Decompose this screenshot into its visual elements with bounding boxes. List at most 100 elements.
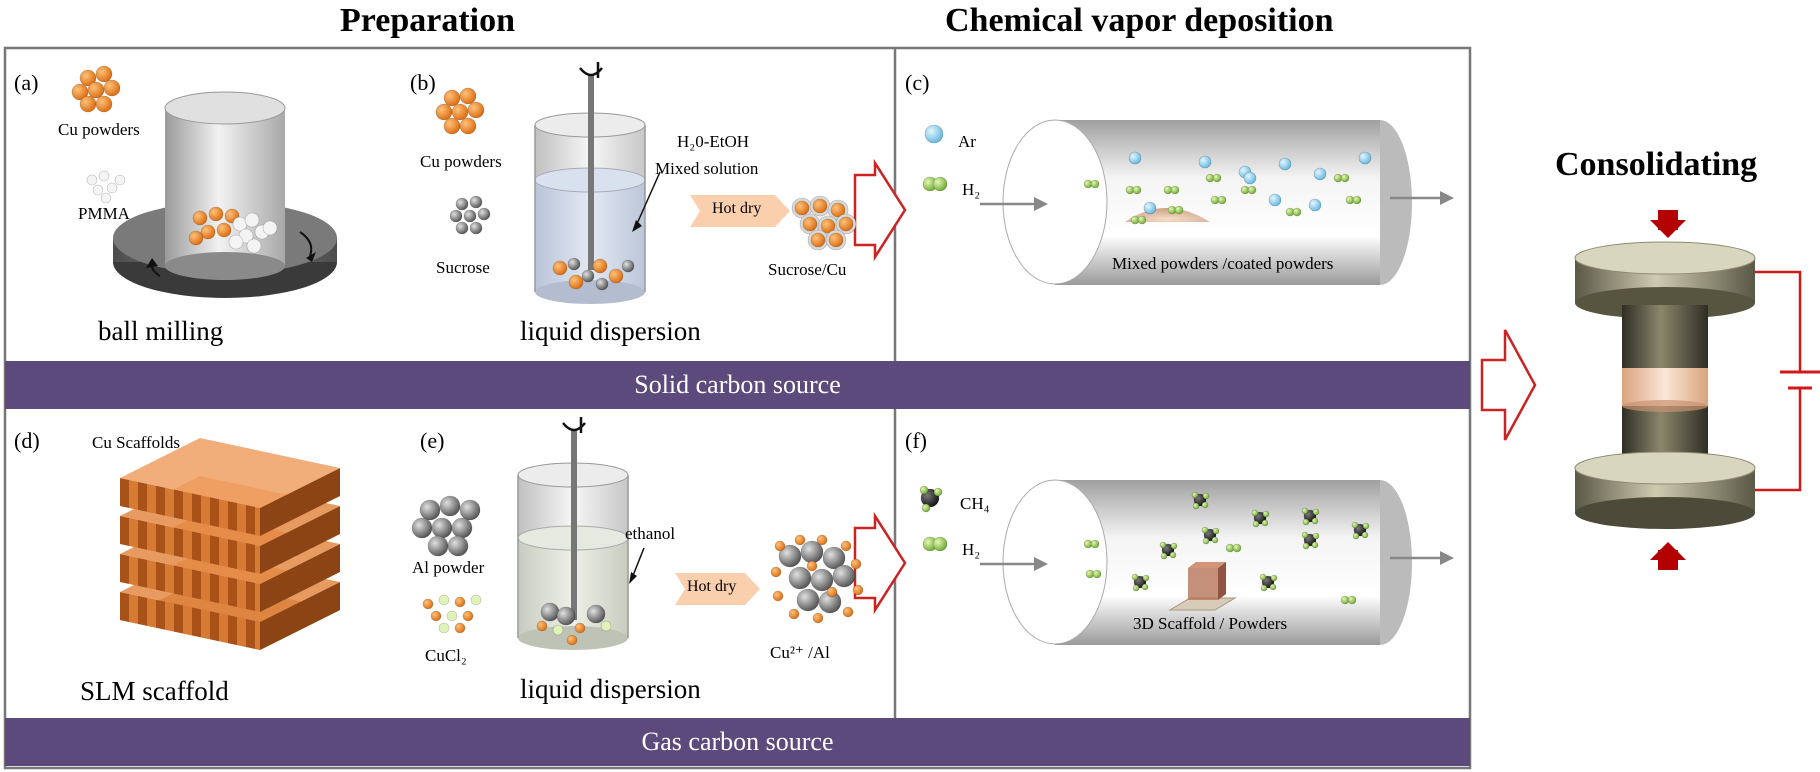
hydrogen-molecule bbox=[1247, 185, 1257, 195]
label-mixed-solution-2: Mixed solution bbox=[655, 159, 759, 178]
methane-h bbox=[1192, 502, 1200, 510]
methane-h bbox=[1261, 519, 1269, 527]
label-cu-al: Cu²⁺ /Al bbox=[770, 643, 830, 662]
label-sucrose-cu: Sucrose/Cu bbox=[768, 260, 847, 279]
cu-powder-particle bbox=[79, 69, 97, 87]
methane-h bbox=[1362, 522, 1370, 530]
cucl2-particle bbox=[438, 594, 450, 606]
hydrogen-molecule bbox=[1090, 179, 1100, 189]
al-powder-particle bbox=[439, 495, 461, 517]
coated-cu-core bbox=[812, 198, 828, 214]
hydrogen-molecule bbox=[1352, 195, 1362, 205]
methane-h bbox=[1262, 510, 1270, 518]
cu-ion-particle bbox=[812, 612, 824, 624]
hydrogen-molecule bbox=[1132, 185, 1142, 195]
methane-h bbox=[1312, 508, 1320, 516]
cu-ion-particle bbox=[770, 566, 782, 578]
sucrose-particle bbox=[469, 195, 483, 209]
label-al-powder: Al powder bbox=[412, 558, 485, 577]
mill-cu-particle bbox=[216, 222, 232, 238]
hot-dry-arrow-e bbox=[675, 573, 760, 605]
methane-h bbox=[1132, 584, 1140, 592]
mill-pmma-particle bbox=[228, 234, 244, 250]
methane-h bbox=[1202, 492, 1210, 500]
caption-liquid-dispersion-e: liquid dispersion bbox=[520, 674, 701, 704]
beaker-sucrose-particle bbox=[621, 259, 635, 273]
al-core-particle bbox=[788, 566, 812, 590]
cu-ion-particle bbox=[794, 534, 806, 546]
methane-h bbox=[1159, 541, 1167, 549]
hydrogen-molecule bbox=[1090, 539, 1100, 549]
cu-powder-particle bbox=[87, 81, 105, 99]
argon-molecule bbox=[1128, 151, 1142, 165]
pmma-particle bbox=[114, 174, 126, 186]
methane-h bbox=[1191, 491, 1199, 499]
cu-powder-particle bbox=[451, 103, 469, 121]
cu-powder-particle bbox=[459, 87, 477, 105]
beaker-cucl2-particle bbox=[552, 624, 564, 636]
consolidating-press bbox=[1574, 210, 1820, 570]
sucrose-particle bbox=[463, 209, 477, 223]
label-ch4: CH₄ bbox=[960, 494, 990, 513]
label-3d-scaffold: 3D Scaffold / Powders bbox=[1133, 614, 1288, 633]
cu-ion-particle bbox=[816, 534, 828, 546]
cucl2-particle bbox=[438, 622, 450, 634]
ball-mill-illustration bbox=[113, 91, 337, 298]
cu-ion-particle bbox=[788, 608, 800, 620]
hydrogen-molecule bbox=[1170, 185, 1180, 195]
cu-ion-particle bbox=[840, 540, 852, 552]
argon-molecule bbox=[1313, 167, 1327, 181]
cu-powder-particle bbox=[459, 117, 477, 135]
methane-h bbox=[1302, 542, 1310, 550]
al-core-particle bbox=[822, 546, 846, 570]
argon-molecule bbox=[1268, 193, 1282, 207]
methane-h bbox=[1302, 518, 1310, 526]
methane-h bbox=[1211, 536, 1219, 544]
cu-ion-particle bbox=[850, 558, 862, 570]
cu-scaffold-illustration bbox=[120, 438, 340, 650]
beaker-sucrose-particle bbox=[567, 257, 581, 271]
pmma-particle bbox=[86, 174, 98, 186]
coated-cu-core bbox=[838, 216, 854, 232]
methane-h bbox=[1269, 583, 1277, 591]
arrow-to-cvd-bottom bbox=[853, 511, 907, 615]
beaker-cu-particle bbox=[608, 268, 624, 284]
sucrose-particle bbox=[449, 209, 463, 223]
cu-powder-particle bbox=[467, 101, 485, 119]
mill-cu-particle bbox=[208, 206, 224, 222]
al-powder-particle bbox=[431, 517, 453, 539]
label-mixed-solution-1: H₂0-EtOH bbox=[677, 132, 750, 151]
al-powder-particle bbox=[459, 499, 481, 521]
label-pmma: PMMA bbox=[78, 204, 130, 223]
pmma-particle bbox=[98, 170, 110, 182]
panel-tag-a: (a) bbox=[14, 70, 39, 95]
coated-cu-core bbox=[820, 218, 836, 234]
mill-pmma-particle bbox=[262, 220, 278, 236]
hydrogen-molecule-icon bbox=[932, 176, 948, 192]
methane-h bbox=[1201, 501, 1209, 509]
al-core-particle bbox=[832, 564, 856, 588]
panel-tag-b: (b) bbox=[410, 70, 436, 95]
heading-preparation: Preparation bbox=[340, 2, 516, 39]
hydrogen-molecule bbox=[1217, 195, 1227, 205]
coated-cu-core bbox=[794, 200, 810, 216]
al-core-particle bbox=[796, 588, 820, 612]
methane-h bbox=[1311, 517, 1319, 525]
methane-h bbox=[1169, 551, 1177, 559]
label-hot-dry-b: Hot dry bbox=[712, 200, 762, 217]
al-core-particle bbox=[778, 544, 802, 568]
argon-molecule bbox=[1358, 151, 1372, 165]
methane-h bbox=[1251, 509, 1259, 517]
methane-h bbox=[1301, 507, 1309, 515]
beaker-cucl2-particle bbox=[574, 622, 586, 634]
beaker-sucrose-particle bbox=[581, 269, 595, 283]
methane-h bbox=[1141, 583, 1149, 591]
methane-h bbox=[1170, 542, 1178, 550]
cucl2-particle bbox=[454, 622, 466, 634]
methane-h bbox=[1351, 521, 1359, 529]
hydrogen-molecule bbox=[1340, 173, 1350, 183]
band-gas-carbon: Gas carbon source bbox=[5, 718, 1470, 766]
arrow-to-cvd-top bbox=[853, 158, 907, 262]
